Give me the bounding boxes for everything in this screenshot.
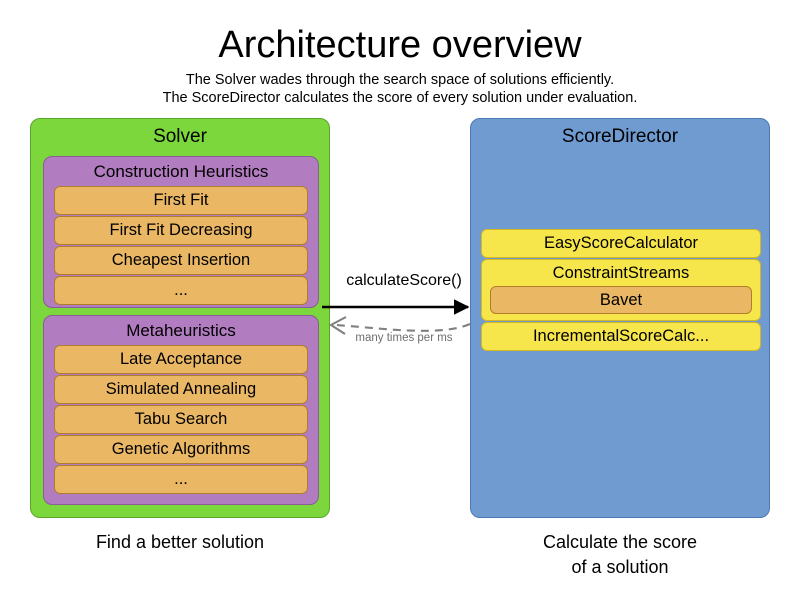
scoredirector-panel-title: ScoreDirector: [561, 126, 679, 147]
list-item[interactable]: First Fit Decreasing: [54, 216, 308, 245]
many-times-label: many times per ms: [355, 332, 453, 344]
scoredirector-caption-line-2: of a solution: [571, 557, 669, 577]
calculate-score-label: calculateScore(): [346, 272, 462, 289]
list-item[interactable]: Simulated Annealing: [54, 375, 308, 404]
metaheuristics-items: Late Acceptance Simulated Annealing Tabu…: [54, 345, 308, 494]
list-item[interactable]: IncrementalScoreCalc...: [481, 322, 761, 351]
list-item[interactable]: First Fit: [54, 186, 308, 215]
subtitle-block: The Solver wades through the search spac…: [0, 71, 800, 107]
scoredirector-caption-line-1: Calculate the score: [542, 532, 698, 552]
solver-panel: Solver Construction Heuristics First Fit…: [30, 118, 330, 518]
metaheuristics-title: Metaheuristics: [126, 321, 236, 340]
list-item[interactable]: Late Acceptance: [54, 345, 308, 374]
constraintstreams-label: ConstraintStreams: [552, 264, 690, 282]
list-item[interactable]: Cheapest Insertion: [54, 246, 308, 275]
construction-heuristics-group: Construction Heuristics First Fit First …: [43, 156, 319, 308]
diagram-header: Architecture overview The Solver wades t…: [0, 22, 800, 107]
list-item[interactable]: Genetic Algorithms: [54, 435, 308, 464]
construction-heuristics-items: First Fit First Fit Decreasing Cheapest …: [54, 186, 308, 305]
subtitle-line-1: The Solver wades through the search spac…: [185, 72, 615, 88]
scoredirector-items: EasyScoreCalculator ConstraintStreams Ba…: [481, 229, 761, 352]
solver-panel-title: Solver: [153, 126, 207, 147]
page-title: Architecture overview: [218, 24, 582, 66]
construction-heuristics-title: Construction Heuristics: [93, 162, 269, 181]
list-item[interactable]: Tabu Search: [54, 405, 308, 434]
metaheuristics-group: Metaheuristics Late Acceptance Simulated…: [43, 315, 319, 505]
bavet-item[interactable]: Bavet: [490, 286, 752, 314]
many-times-arrow: [335, 323, 471, 332]
many-times-arrowhead: [328, 316, 347, 335]
scoredirector-caption: Calculate the score of a solution: [470, 530, 770, 580]
solver-caption: Find a better solution: [95, 532, 265, 552]
constraintstreams-item[interactable]: ConstraintStreams Bavet: [481, 259, 761, 321]
list-item[interactable]: ...: [54, 465, 308, 494]
list-item[interactable]: ...: [54, 276, 308, 305]
list-item[interactable]: EasyScoreCalculator: [481, 229, 761, 258]
subtitle-line-2: The ScoreDirector calculates the score o…: [162, 90, 638, 106]
arrow-group: [322, 299, 471, 335]
scoredirector-panel: ScoreDirector EasyScoreCalculator Constr…: [470, 118, 770, 518]
